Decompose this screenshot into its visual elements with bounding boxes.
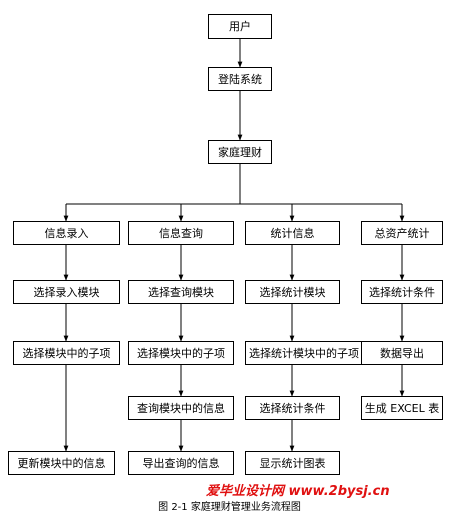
node-select-stat-condition-2: 选择统计条件 [245,396,340,420]
node-query-module-info: 查询模块中的信息 [128,396,234,420]
node-select-stat-module: 选择统计模块 [245,280,340,304]
node-select-stat-condition: 选择统计条件 [361,280,443,304]
node-total-assets: 总资产统计 [361,221,443,245]
node-info-entry: 信息录入 [13,221,120,245]
node-data-export: 数据导出 [361,341,443,365]
node-select-query-subitem: 选择模块中的子项 [128,341,234,365]
node-select-query-module: 选择查询模块 [128,280,234,304]
node-show-stat-chart: 显示统计图表 [245,451,340,475]
node-select-entry-subitem: 选择模块中的子项 [13,341,120,365]
node-update-module-info: 更新模块中的信息 [8,451,115,475]
node-stat-info: 统计信息 [245,221,340,245]
node-login: 登陆系统 [208,67,272,91]
node-select-entry-module: 选择录入模块 [13,280,120,304]
watermark: 爱毕业设计网 www.2bysj.cn [206,484,390,499]
node-generate-excel: 生成 EXCEL 表 [361,396,443,420]
node-family-finance: 家庭理财 [208,140,272,164]
node-info-query: 信息查询 [128,221,234,245]
node-select-stat-subitem: 选择统计模块中的子项 [245,341,363,365]
figure-caption: 图 2-1 家庭理财管理业务流程图 [158,502,301,513]
node-user: 用户 [208,14,272,39]
node-export-query-info: 导出查询的信息 [128,451,234,475]
